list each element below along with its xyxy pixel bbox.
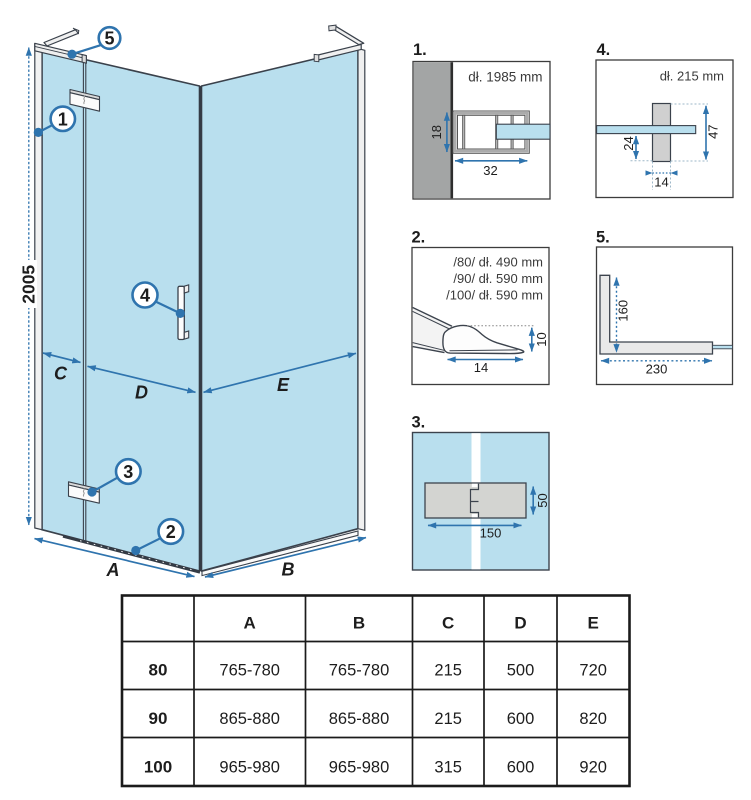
svg-text:2005: 2005 [18, 265, 38, 304]
svg-text:720: 720 [579, 662, 607, 680]
svg-text:1: 1 [58, 109, 68, 129]
svg-text:150: 150 [480, 526, 502, 541]
svg-text:315: 315 [434, 759, 462, 777]
svg-text:920: 920 [579, 759, 607, 777]
svg-text:10: 10 [534, 332, 549, 346]
svg-text:765-780: 765-780 [219, 662, 280, 680]
svg-text:2: 2 [166, 522, 176, 542]
svg-text:C: C [54, 364, 68, 384]
svg-text:2.: 2. [412, 229, 426, 247]
svg-text:D: D [135, 383, 148, 403]
svg-text:965-980: 965-980 [219, 759, 280, 777]
svg-text:215: 215 [434, 662, 462, 680]
svg-text:865-880: 865-880 [219, 710, 280, 728]
svg-text:14: 14 [654, 175, 668, 190]
svg-text:47: 47 [706, 124, 721, 138]
svg-text:600: 600 [507, 710, 535, 728]
svg-text:230: 230 [646, 362, 668, 377]
svg-text:600: 600 [507, 759, 535, 777]
svg-text:3: 3 [123, 462, 133, 482]
svg-text:18: 18 [429, 125, 444, 139]
svg-text:965-980: 965-980 [329, 759, 390, 777]
svg-text:215: 215 [434, 710, 462, 728]
svg-text:24: 24 [621, 136, 636, 150]
svg-text:500: 500 [507, 662, 535, 680]
svg-text:B: B [282, 560, 295, 580]
svg-text:4: 4 [140, 286, 150, 306]
svg-text:C: C [442, 614, 454, 633]
svg-text:32: 32 [483, 163, 497, 178]
svg-text:90: 90 [149, 709, 168, 728]
svg-text:E: E [588, 614, 599, 633]
svg-text:80: 80 [149, 661, 168, 680]
svg-text:865-880: 865-880 [329, 710, 390, 728]
svg-text:/90/ dł. 590 mm: /90/ dł. 590 mm [453, 271, 543, 286]
svg-text:/100/ dł. 590 mm: /100/ dł. 590 mm [446, 288, 543, 303]
svg-text:5: 5 [104, 29, 114, 49]
svg-text:/80/ dł. 490 mm: /80/ dł. 490 mm [453, 255, 543, 270]
svg-text:765-780: 765-780 [329, 662, 390, 680]
svg-text:50: 50 [535, 493, 550, 507]
svg-text:160: 160 [616, 300, 631, 322]
svg-text:1.: 1. [413, 41, 427, 59]
svg-text:A: A [106, 560, 120, 580]
svg-text:E: E [277, 375, 290, 395]
svg-text:5.: 5. [596, 229, 610, 247]
svg-text:B: B [353, 614, 365, 633]
svg-text:D: D [514, 614, 526, 633]
svg-text:4.: 4. [597, 41, 611, 59]
svg-text:A: A [244, 614, 256, 633]
svg-text:3.: 3. [412, 414, 426, 432]
svg-text:dł. 1985 mm: dł. 1985 mm [468, 70, 542, 85]
svg-text:100: 100 [144, 758, 172, 777]
svg-text:14: 14 [474, 360, 488, 375]
svg-text:820: 820 [579, 710, 607, 728]
svg-text:dł. 215 mm: dł. 215 mm [660, 69, 724, 84]
